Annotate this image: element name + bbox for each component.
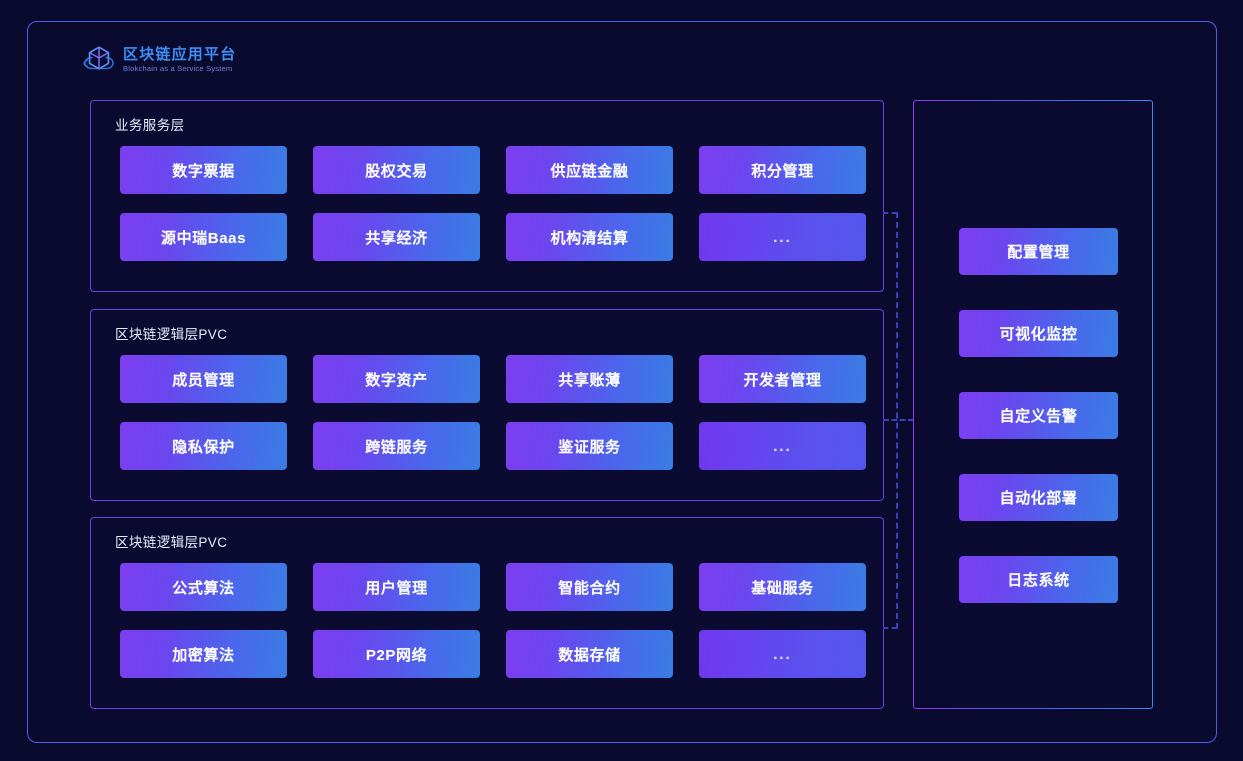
- brand-text: 区块链应用平台 Blokchain as a Service System: [123, 46, 236, 74]
- chip-item[interactable]: 公式算法: [120, 563, 287, 611]
- chip-item[interactable]: 成员管理: [120, 355, 287, 403]
- chip-item[interactable]: P2P网络: [313, 630, 480, 678]
- brand-title: 区块链应用平台: [123, 46, 237, 63]
- layer-panel-business: 业务服务层 数字票据股权交易供应链金融积分管理源中瑞Baas 共享经济机构清结算.…: [90, 100, 884, 292]
- chip-item[interactable]: 智能合约: [506, 563, 673, 611]
- chip-item[interactable]: 数据存储: [506, 630, 673, 678]
- chip-item[interactable]: 积分管理: [699, 146, 866, 194]
- brand-subtitle: Blokchain as a Service System: [123, 64, 233, 73]
- connector-stub-top: [883, 212, 897, 214]
- chip-item[interactable]: 用户管理: [313, 563, 480, 611]
- layer-title: 业务服务层: [115, 118, 185, 133]
- layer-title: 区块链逻辑层PVC: [115, 535, 228, 550]
- chip-item[interactable]: 数字资产: [313, 355, 480, 403]
- chip-more[interactable]: ...: [699, 630, 866, 678]
- chip-item[interactable]: 共享账薄: [506, 355, 673, 403]
- chip-item[interactable]: 隐私保护: [120, 422, 287, 470]
- side-panel-item[interactable]: 配置管理: [959, 228, 1118, 275]
- side-panel-item[interactable]: 可视化监控: [959, 310, 1118, 357]
- chip-item[interactable]: 加密算法: [120, 630, 287, 678]
- outer-frame: [27, 21, 1217, 743]
- side-panel: 配置管理可视化监控自定义告警自动化部署日志系统: [913, 100, 1153, 709]
- chip-item[interactable]: 鉴证服务: [506, 422, 673, 470]
- layer-panel-logic-2: 区块链逻辑层PVC 公式算法用户管理智能合约基础服务加密算法 P2P网络数据存储.…: [90, 517, 884, 709]
- chip-more[interactable]: ...: [699, 213, 866, 261]
- layer-item-grid: 成员管理数字资产共享账薄开发者管理隐私保护跨链服务鉴证服务...: [120, 355, 868, 470]
- layer-panel-logic-1: 区块链逻辑层PVC 成员管理数字资产共享账薄开发者管理隐私保护跨链服务鉴证服务.…: [90, 309, 884, 501]
- layer-title: 区块链逻辑层PVC: [115, 327, 228, 342]
- chip-item[interactable]: 源中瑞Baas: [120, 213, 287, 261]
- chip-item[interactable]: 基础服务: [699, 563, 866, 611]
- side-panel-item[interactable]: 自定义告警: [959, 392, 1118, 439]
- chip-more[interactable]: ...: [699, 422, 866, 470]
- chip-item[interactable]: 供应链金融: [506, 146, 673, 194]
- side-panel-item[interactable]: 自动化部署: [959, 474, 1118, 521]
- side-panel-item[interactable]: 日志系统: [959, 556, 1118, 603]
- chip-item[interactable]: 共享经济: [313, 213, 480, 261]
- cube-cloud-logo-icon: [82, 44, 116, 76]
- chip-item[interactable]: 开发者管理: [699, 355, 866, 403]
- connector-stub-bottom: [883, 627, 897, 629]
- side-panel-list: 配置管理可视化监控自定义告警自动化部署日志系统: [959, 228, 1118, 603]
- connector-stub-middle: [883, 419, 914, 421]
- layer-item-grid: 数字票据股权交易供应链金融积分管理源中瑞Baas 共享经济机构清结算...: [120, 146, 868, 261]
- chip-item[interactable]: 数字票据: [120, 146, 287, 194]
- chip-item[interactable]: 机构清结算: [506, 213, 673, 261]
- chip-item[interactable]: 股权交易: [313, 146, 480, 194]
- chip-item[interactable]: 跨链服务: [313, 422, 480, 470]
- layer-item-grid: 公式算法用户管理智能合约基础服务加密算法 P2P网络数据存储...: [120, 563, 868, 678]
- brand-logo: 区块链应用平台 Blokchain as a Service System: [82, 44, 236, 76]
